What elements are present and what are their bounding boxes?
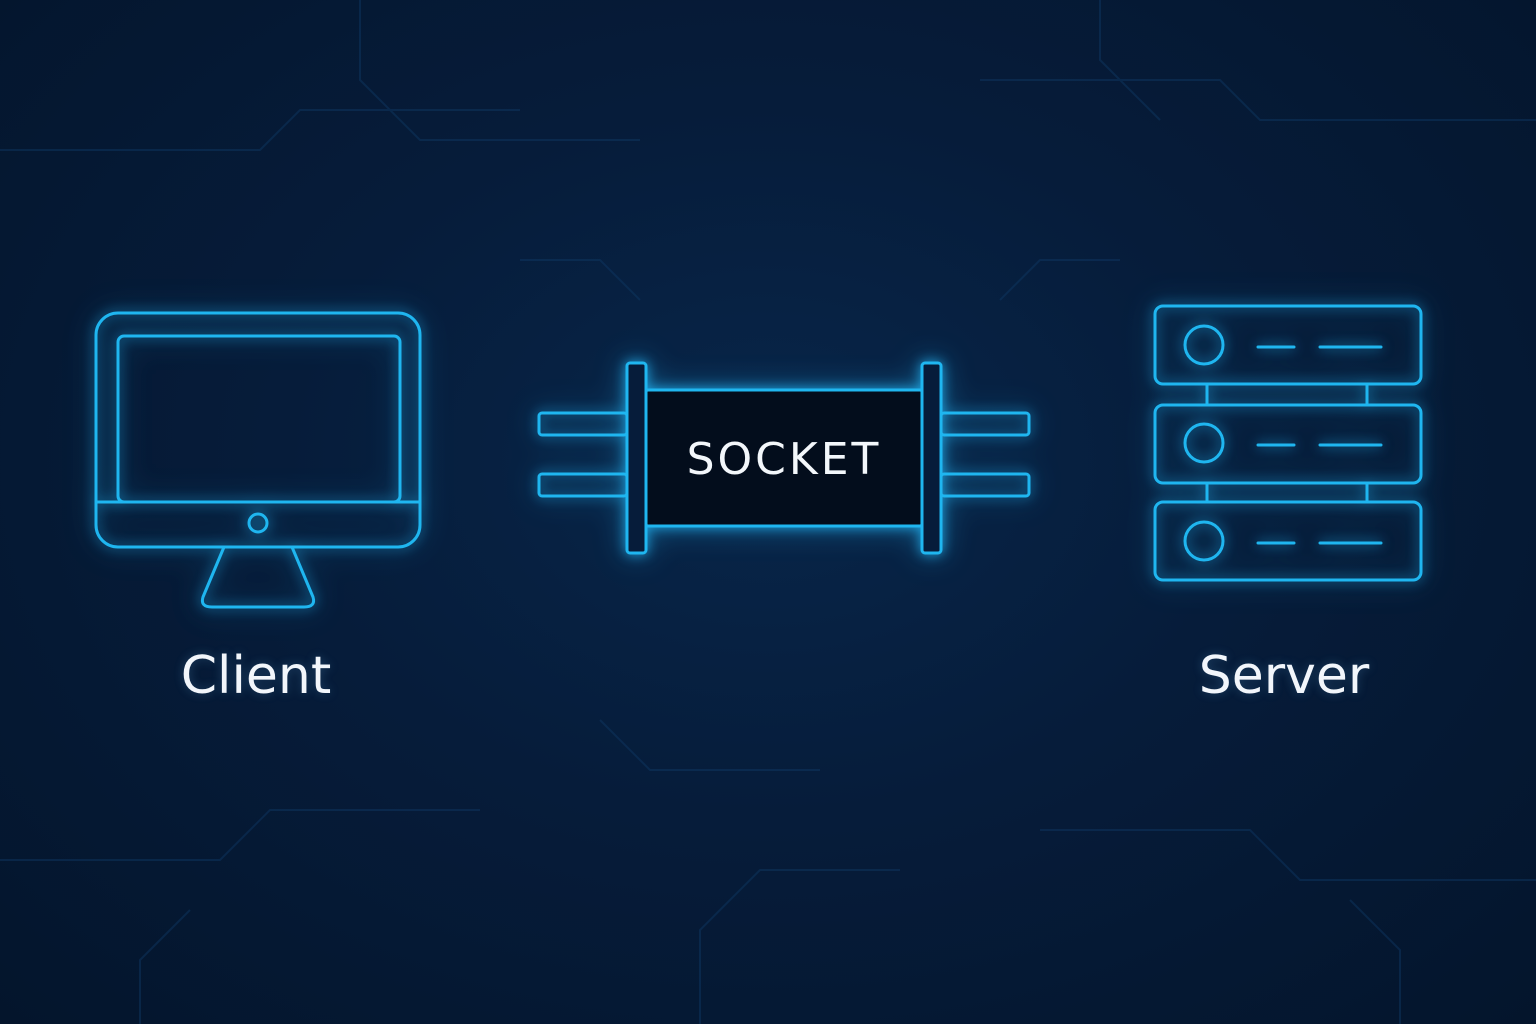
server-label: Server	[1198, 646, 1370, 706]
socket-label: SOCKET	[686, 434, 882, 485]
client-label: Client	[180, 646, 332, 706]
